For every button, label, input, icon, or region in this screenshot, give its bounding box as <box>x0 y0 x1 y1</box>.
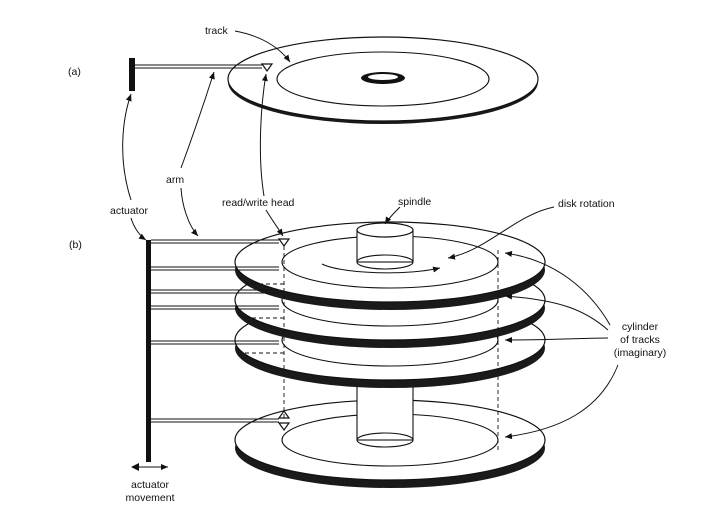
actuator-a <box>129 58 135 91</box>
label-disk-rotation: disk rotation <box>558 198 615 210</box>
label-cylinder-1: cylinder <box>622 321 659 333</box>
rotation-leader <box>447 206 555 260</box>
head-leader-a <box>259 73 268 197</box>
read-write-head-b <box>277 238 291 248</box>
arms-b <box>151 238 291 432</box>
actuator-b <box>146 240 151 462</box>
cylinder-leader-4 <box>504 364 619 440</box>
disk-stack-assembly <box>131 221 546 488</box>
actuator-leader-b <box>130 217 147 241</box>
label-read-write-head: read/write head <box>222 197 295 209</box>
read-write-head-a <box>260 63 274 73</box>
single-disk-assembly <box>129 36 539 124</box>
arm-leader-a <box>180 71 215 169</box>
spindle-leader <box>384 206 401 225</box>
track-circle <box>276 51 490 107</box>
cylinder-leader-1 <box>504 251 611 326</box>
cylinder-leader-3 <box>504 336 609 343</box>
label-cylinder-3: (imaginary) <box>614 347 667 359</box>
label-actuator-movement-2: movement <box>125 492 174 504</box>
label-a: (a) <box>68 66 81 78</box>
label-cylinder-2: of tracks <box>620 334 660 346</box>
labels: (a) (b) track arm actuator read/write he… <box>68 25 666 504</box>
track-leader <box>234 30 291 63</box>
rotation-arrow <box>321 263 441 274</box>
label-actuator-movement-1: actuator <box>131 479 169 491</box>
label-actuator: actuator <box>110 205 148 217</box>
actuator-leader-a <box>122 93 132 201</box>
label-arm: arm <box>166 174 184 186</box>
arm-leader-b <box>180 187 199 237</box>
callout-lines <box>122 30 619 440</box>
head-leader-b <box>265 209 284 237</box>
cylinder-leader-2 <box>504 293 609 331</box>
label-track: track <box>205 25 229 37</box>
hidden-edges <box>243 246 499 450</box>
label-spindle: spindle <box>398 196 431 208</box>
label-b: (b) <box>69 239 82 251</box>
